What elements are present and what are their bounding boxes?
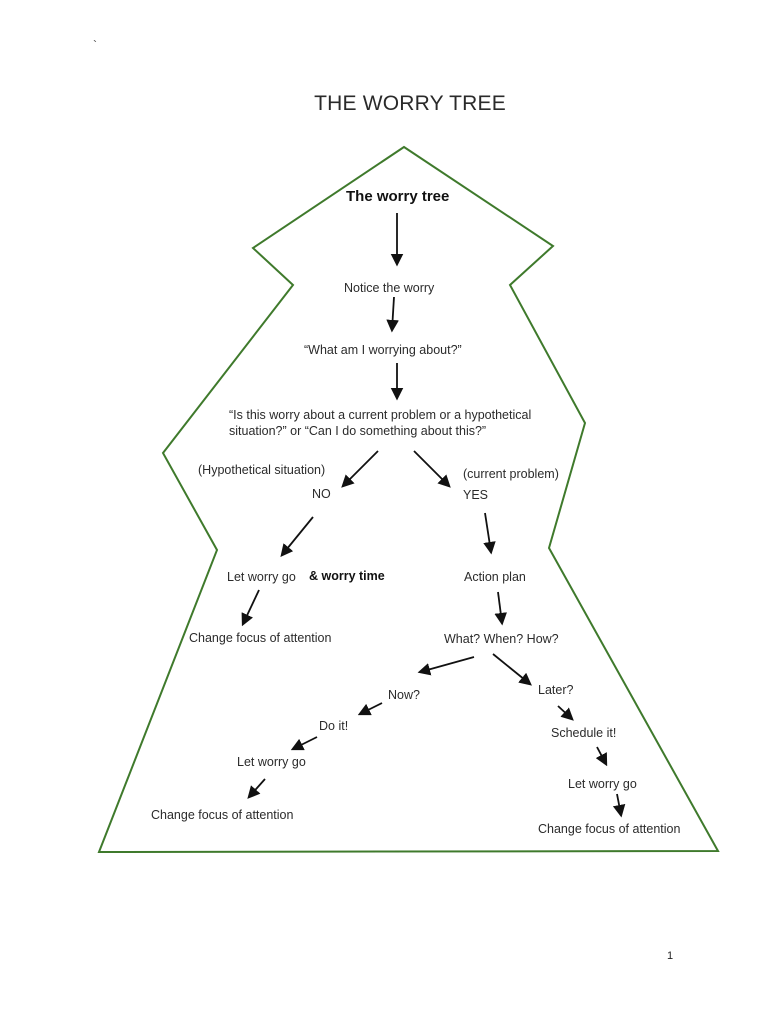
- arrow-schedule-to-let-go: [595, 746, 608, 767]
- page-tick-mark: `: [93, 38, 97, 52]
- arrow-to-now: [417, 656, 475, 676]
- arrow-to-later: [492, 653, 532, 686]
- step-let-worry-go-now: Let worry go: [237, 755, 306, 769]
- branch-current-problem-label: (current problem): [463, 467, 559, 481]
- branch-hypothetical-label: (Hypothetical situation): [198, 463, 326, 477]
- branch-later-label: Later?: [538, 683, 574, 697]
- page-title: THE WORRY TREE: [314, 92, 506, 115]
- arrow-do-it-to-let-go: [290, 736, 318, 751]
- arrow-now-to-do-it: [357, 702, 383, 716]
- step-let-worry-go-left: Let worry go: [227, 570, 296, 584]
- step-question-line-2: situation?” or “Can I do something about…: [229, 424, 487, 438]
- step-notice-worry: Notice the worry: [344, 281, 435, 295]
- branch-no-label: NO: [312, 487, 331, 501]
- step-let-worry-go-later: Let worry go: [568, 777, 637, 791]
- step-worry-time: & worry time: [309, 569, 385, 583]
- arrow-question-to-no: [341, 450, 379, 488]
- arrow-let-go-to-change-focus: [241, 589, 260, 627]
- arrow-let-go-to-change-focus-now: [247, 778, 266, 799]
- tree-heading: The worry tree: [346, 188, 450, 205]
- branch-now-label: Now?: [388, 688, 420, 702]
- arrow-action-plan-to-what-when-how: [494, 591, 507, 626]
- step-what-when-how: What? When? How?: [444, 632, 559, 646]
- page-number: 1: [667, 950, 674, 962]
- arrow-no-to-let-go: [280, 516, 314, 557]
- branch-yes-label: YES: [463, 488, 489, 502]
- arrow-question-to-yes: [413, 450, 451, 488]
- step-change-focus-now: Change focus of attention: [151, 808, 294, 822]
- step-do-it: Do it!: [319, 719, 349, 733]
- arrow-let-go-to-change-focus-later: [612, 793, 626, 818]
- step-action-plan: Action plan: [464, 570, 526, 584]
- step-schedule-it: Schedule it!: [551, 726, 617, 740]
- arrow-notice-to-what: [386, 296, 399, 333]
- step-change-focus-later: Change focus of attention: [538, 822, 681, 836]
- step-question-line-1: “Is this worry about a current problem o…: [229, 408, 532, 422]
- arrow-later-to-schedule: [557, 705, 574, 721]
- tree-outline: [97, 145, 720, 854]
- arrow-yes-to-action-plan: [483, 512, 496, 555]
- step-change-focus-left: Change focus of attention: [189, 631, 332, 645]
- step-what-worrying: “What am I worrying about?”: [304, 343, 462, 357]
